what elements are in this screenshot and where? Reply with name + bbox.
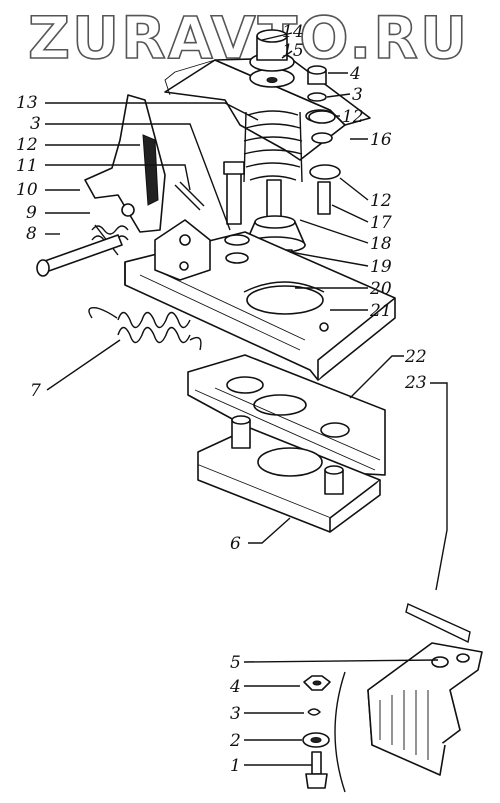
callout-4-top: 4 bbox=[349, 64, 361, 84]
lever-part-10 bbox=[84, 94, 166, 233]
callout-22: 22 bbox=[404, 347, 427, 367]
callout-20: 20 bbox=[369, 279, 392, 299]
callout-9: 9 bbox=[26, 203, 37, 223]
extension-spring-part-7 bbox=[88, 307, 202, 351]
callout-12-right: 12 bbox=[370, 191, 392, 211]
callout-3-top: 3 bbox=[352, 85, 363, 105]
callout-3-bottom: 3 bbox=[230, 704, 241, 724]
callout-23: 23 bbox=[404, 373, 427, 393]
pin-part-11 bbox=[174, 181, 205, 211]
callout-17: 17 bbox=[370, 213, 392, 233]
callout-labels: 14 15 4 3 13 12 3 16 12 11 10 12 9 17 8 … bbox=[16, 22, 427, 776]
pin-part-8 bbox=[36, 234, 123, 277]
bottom-hardware-stack-part-1-2-3-4 bbox=[302, 675, 331, 789]
callout-16: 16 bbox=[370, 130, 392, 150]
wire-clip-part-23 bbox=[405, 603, 471, 644]
callout-19: 19 bbox=[370, 257, 392, 277]
main-base-channel-part-21 bbox=[124, 219, 396, 381]
callout-8: 8 bbox=[26, 224, 37, 244]
callout-4-bottom: 4 bbox=[229, 677, 241, 697]
callout-5: 5 bbox=[230, 653, 241, 673]
callout-6: 6 bbox=[230, 534, 241, 554]
bottom-bracket-part-5 bbox=[367, 642, 483, 776]
callout-18: 18 bbox=[370, 234, 392, 254]
callout-1: 1 bbox=[230, 756, 241, 776]
right-small-hardware-part-4-3-12 bbox=[307, 65, 336, 124]
callout-11: 11 bbox=[16, 156, 38, 176]
callout-10: 10 bbox=[16, 180, 38, 200]
callout-2: 2 bbox=[229, 731, 241, 751]
leader-lines bbox=[45, 32, 448, 793]
callout-3-left: 3 bbox=[30, 114, 41, 134]
bolt-part-17 bbox=[223, 161, 341, 225]
callout-12-top: 12 bbox=[342, 107, 364, 127]
callout-14: 14 bbox=[282, 22, 304, 42]
callout-15: 15 bbox=[282, 41, 304, 61]
watermark: ZURAVTO.RU bbox=[28, 4, 469, 72]
callout-13: 13 bbox=[16, 93, 38, 113]
plate-part-22 bbox=[187, 354, 386, 476]
base-plate-part-6 bbox=[197, 415, 381, 533]
callout-7: 7 bbox=[30, 381, 41, 401]
callout-12-left: 12 bbox=[16, 135, 38, 155]
callout-21: 21 bbox=[369, 301, 392, 321]
